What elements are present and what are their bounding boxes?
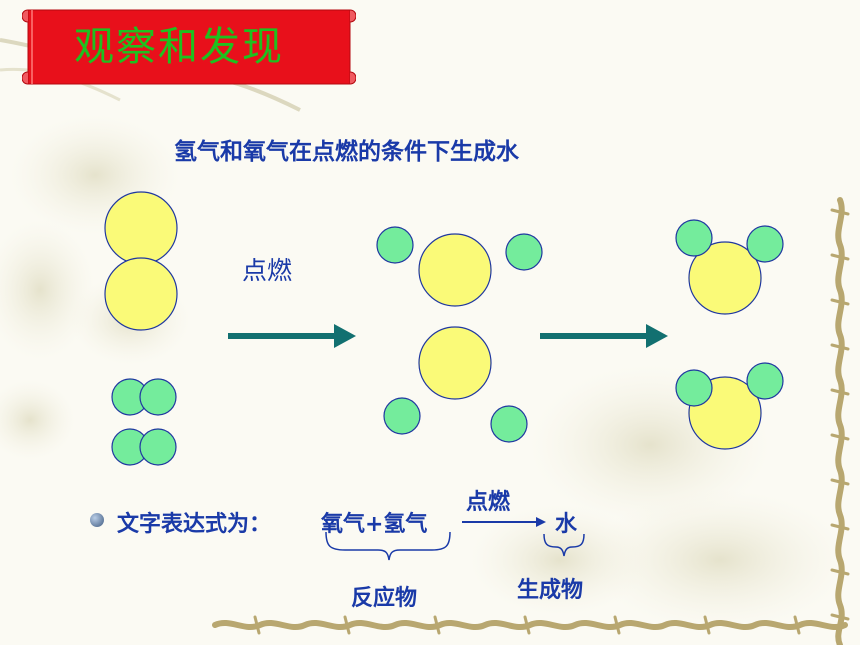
- oxygen-atom: [418, 326, 492, 400]
- oxygen-molecule: [104, 191, 178, 331]
- equation-product: 水: [555, 512, 578, 537]
- equation-arrow: [462, 517, 546, 527]
- reactants-label: 反应物: [351, 586, 418, 611]
- reaction-arrow: [228, 324, 356, 348]
- equation-condition: 点燃: [466, 490, 511, 515]
- title-banner: [22, 9, 356, 85]
- products-label: 生成物: [517, 578, 584, 603]
- hydrogen-atom: [746, 225, 784, 263]
- flower-watermark: [590, 490, 850, 630]
- flower-watermark: [470, 505, 650, 615]
- water-molecule: [675, 219, 784, 315]
- bamboo-border-bottom: [212, 615, 848, 635]
- equation-lead: 文字表达式为：: [117, 512, 272, 537]
- flower-watermark: [0, 380, 75, 460]
- oxygen-atom: [688, 241, 762, 315]
- hydrogen-atom: [490, 405, 528, 443]
- hydrogen-atom: [675, 219, 713, 257]
- page-title: 观察和发现: [74, 24, 284, 70]
- hydrogen-atom: [376, 226, 414, 264]
- reaction-arrow: [540, 324, 668, 348]
- hydrogen-atom: [139, 428, 177, 466]
- condition-label: 点燃: [242, 256, 293, 285]
- water-molecule: [675, 362, 784, 450]
- equation-reactants: 氧气+氢气: [321, 512, 428, 537]
- hydrogen-atom: [675, 369, 713, 407]
- separated-atoms: [376, 226, 543, 443]
- hydrogen-atom: [139, 378, 177, 416]
- reactants-brace: [325, 531, 451, 561]
- oxygen-atom: [418, 233, 492, 307]
- hydrogen-atom: [746, 362, 784, 400]
- hydrogen-molecule: [111, 378, 177, 416]
- hydrogen-molecule: [111, 428, 177, 466]
- reaction-description: 氢气和氧气在点燃的条件下生成水: [174, 139, 519, 165]
- products-brace: [543, 533, 585, 557]
- oxygen-atom: [104, 257, 178, 331]
- hydrogen-atom: [383, 397, 421, 435]
- bamboo-border-right: [830, 197, 850, 645]
- oxygen-atom: [104, 191, 178, 265]
- hydrogen-atom: [505, 233, 543, 271]
- bullet-icon: [90, 513, 104, 527]
